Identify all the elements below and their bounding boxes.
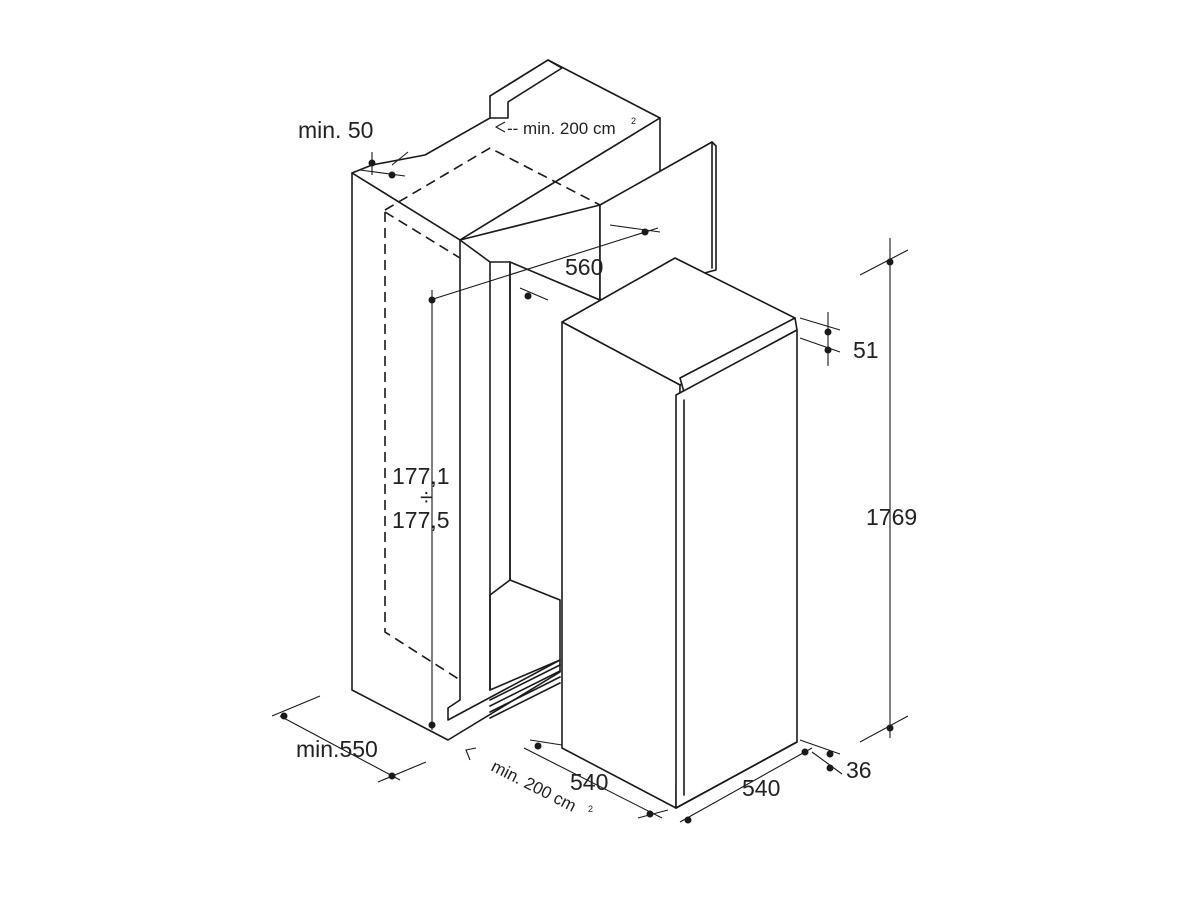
- hidden-top-outline: [384, 147, 601, 211]
- cabinet-top-notch: [489, 59, 563, 119]
- label-appliance-width: 540: [570, 769, 608, 795]
- dimension-lines: [271, 121, 909, 824]
- hidden-left-outline: [384, 212, 461, 681]
- opening-inner-edge: [489, 261, 511, 691]
- label-niche-height-a: 177,1: [392, 463, 450, 489]
- label-min-top: min. 50: [298, 117, 373, 143]
- label-min-bottom: min.550: [296, 736, 378, 762]
- niche-cabinet: [351, 59, 661, 741]
- label-vent-bottom: min. 200 cm: [488, 757, 579, 816]
- label-vent-top-sup: 2: [631, 116, 636, 126]
- label-bottom-gap: 36: [846, 757, 872, 783]
- label-vent-bottom-sup: 2: [588, 804, 593, 814]
- door-panel-face: [599, 141, 717, 301]
- door-panel: [599, 141, 717, 301]
- label-niche-height-b: 177,5: [392, 507, 450, 533]
- plinth-vent-grille: [489, 664, 561, 719]
- hidden-back-outline: [384, 211, 461, 259]
- appliance-side-face: [561, 321, 681, 809]
- label-appliance-depth: 540: [742, 775, 780, 801]
- label-top-gap: 51: [853, 337, 879, 363]
- label-niche-height-sep: ÷: [420, 484, 433, 510]
- label-appliance-height: 1769: [866, 504, 917, 530]
- cabinet-front-face: [351, 172, 561, 741]
- appliance-unit: [561, 257, 798, 809]
- label-niche-depth: 560: [565, 254, 603, 280]
- appliance-front-door: [675, 329, 798, 809]
- label-vent-top: -- min. 200 cm: [507, 119, 616, 138]
